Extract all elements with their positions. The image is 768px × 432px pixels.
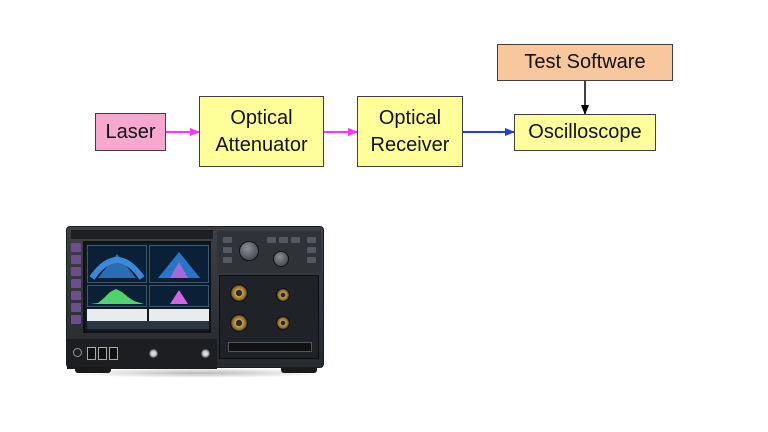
rf-connector-icon xyxy=(276,288,290,302)
optical-connector-icon xyxy=(230,314,248,332)
bnc-connector-icon xyxy=(201,349,210,358)
instrument-control-panel xyxy=(217,231,321,273)
results-table-left xyxy=(87,309,147,323)
instrument-screen xyxy=(83,241,211,333)
bnc-connector-icon xyxy=(149,349,158,358)
control-knob-icon xyxy=(239,241,259,261)
test-software-box: Test Software xyxy=(497,44,673,81)
eye-diagram-icon xyxy=(89,254,145,280)
spectrum-icon xyxy=(90,289,144,304)
oscilloscope-box: Oscilloscope xyxy=(514,114,656,151)
instrument-shadow xyxy=(70,368,328,378)
instrument-side-buttons xyxy=(71,243,81,331)
instrument-title-bar xyxy=(71,230,213,239)
screen-toolbar xyxy=(87,321,209,329)
laser-box: Laser xyxy=(95,113,166,151)
oscilloscope-instrument-photo xyxy=(66,226,328,378)
optical-plugin-module xyxy=(219,275,319,359)
optical-attenuator-box: Optical Attenuator xyxy=(199,96,324,167)
results-table-right xyxy=(149,309,209,323)
instrument-body xyxy=(66,226,324,373)
histogram-icon xyxy=(158,252,200,278)
instrument-front-strip xyxy=(67,339,217,369)
power-button-icon xyxy=(73,348,82,357)
optical-connector-icon xyxy=(230,284,248,302)
module-slot xyxy=(228,342,312,352)
pulse-icon xyxy=(154,290,204,304)
optical-receiver-box: Optical Receiver xyxy=(357,96,463,167)
rf-connector-icon xyxy=(276,316,290,330)
control-knob-icon xyxy=(273,251,289,267)
